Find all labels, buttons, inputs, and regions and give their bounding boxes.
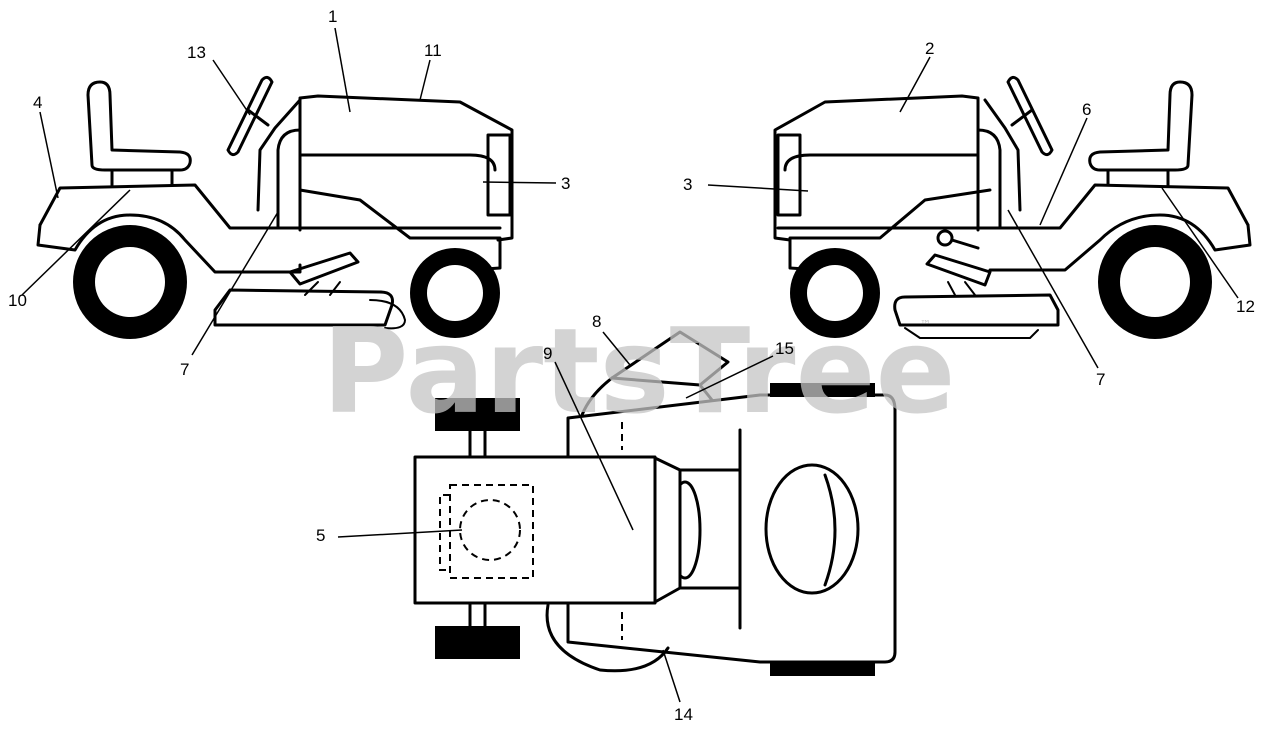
callout-7a: 7 [180, 360, 189, 379]
callout-15: 15 [775, 339, 794, 358]
leader-lines [21, 27, 1239, 703]
callout-13: 13 [187, 43, 206, 62]
callout-8: 8 [592, 312, 601, 331]
callout-6: 6 [1082, 100, 1091, 119]
tractor-right-side-view [773, 75, 1252, 339]
watermark-text: PartsTree [322, 302, 956, 440]
tractor-top-view [413, 330, 897, 676]
callout-3a: 3 [561, 174, 570, 193]
callout-9: 9 [543, 344, 552, 363]
callout-3b: 3 [683, 175, 692, 194]
callout-10: 10 [8, 291, 27, 310]
callout-11: 11 [424, 41, 442, 60]
callout-4: 4 [33, 93, 42, 112]
callout-2: 2 [925, 39, 934, 58]
callout-12: 12 [1236, 297, 1255, 316]
callout-7b: 7 [1096, 370, 1105, 389]
callout-5: 5 [316, 526, 325, 545]
watermark-trademark: ™ [920, 318, 931, 331]
callout-14: 14 [674, 705, 693, 724]
tractor-left-side-view [36, 75, 514, 339]
callout-1: 1 [328, 7, 337, 26]
callout-labels: 1 2 3 3 4 5 6 7 7 8 9 10 11 12 13 14 15 [8, 7, 1255, 724]
